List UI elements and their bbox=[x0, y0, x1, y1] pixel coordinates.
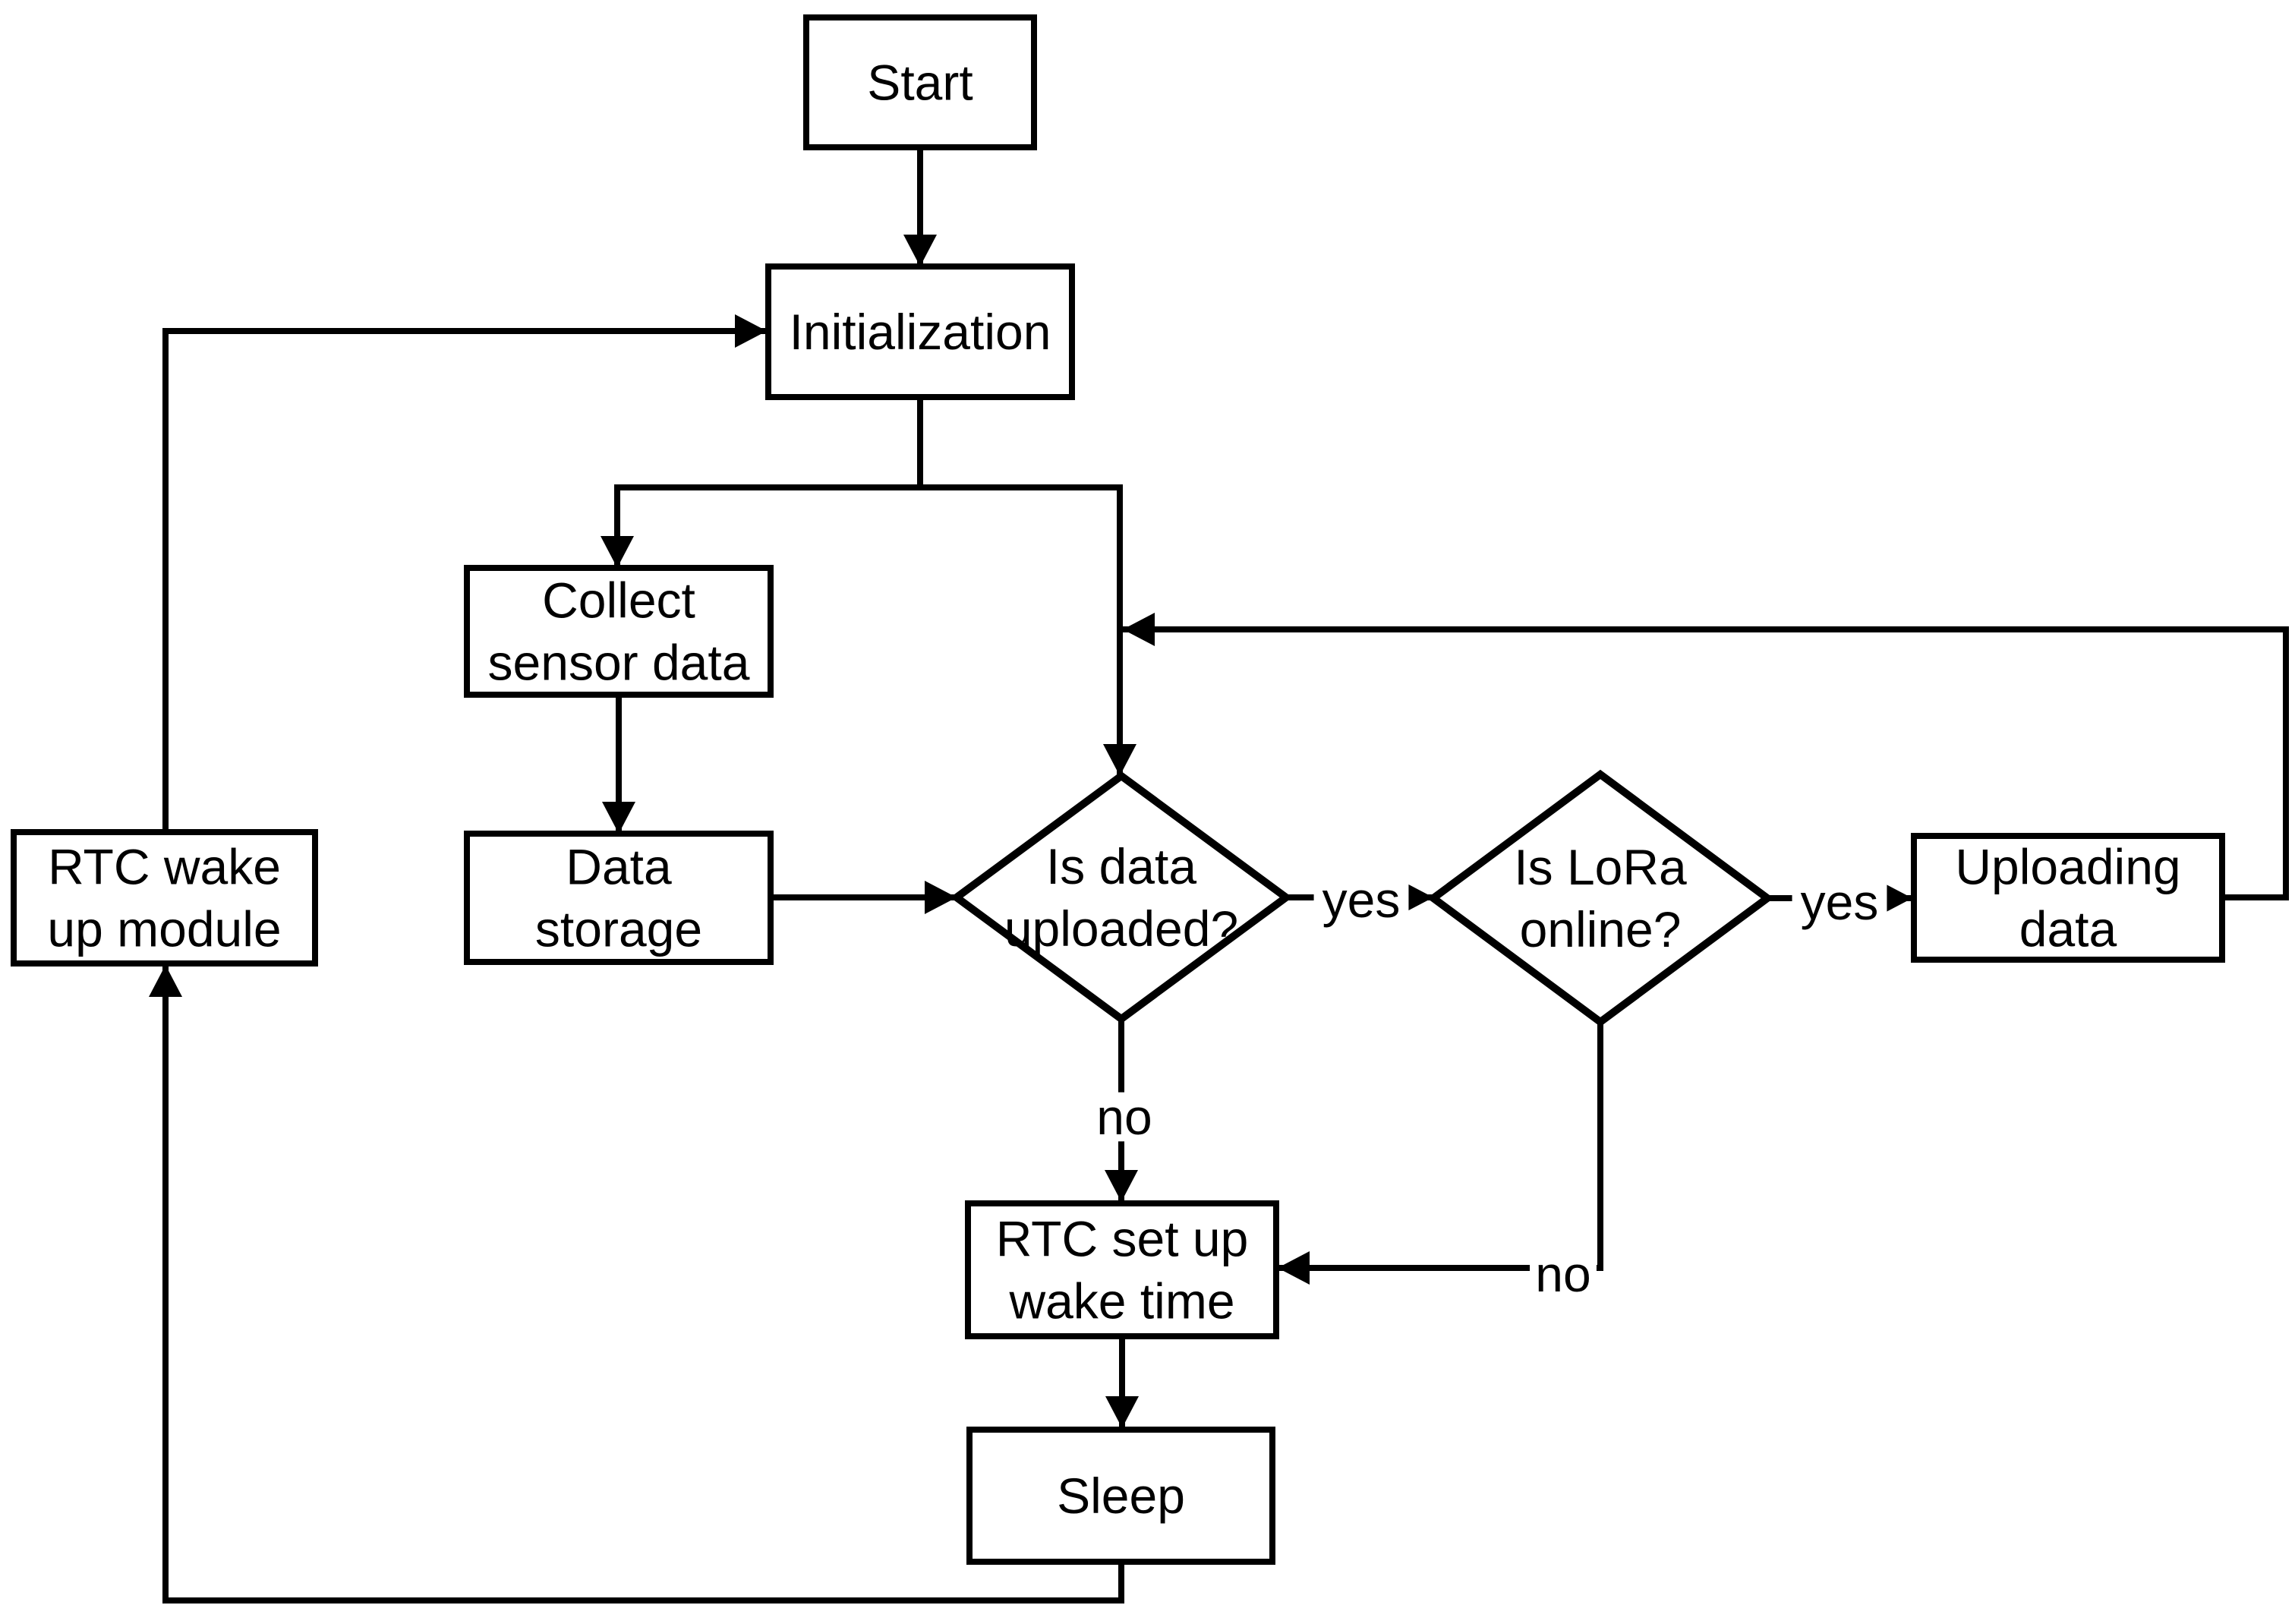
node-label-collect-sensor-data-line-0: Collect bbox=[542, 572, 695, 629]
arrowhead-start-to-initialization bbox=[903, 235, 937, 266]
edge-label-is-lora-online-no-to-rtc-set-up: no bbox=[1535, 1246, 1590, 1302]
edge-initialization-to-collect bbox=[614, 397, 923, 568]
node-label-is-lora-online-line-0: Is LoRa bbox=[1514, 839, 1687, 895]
arrowhead-uploading-data-to-is-data-uploaded bbox=[1123, 613, 1155, 646]
decision-is-data-uploaded bbox=[950, 771, 1293, 1024]
process-start bbox=[803, 14, 1037, 150]
edge-rtc-wake-up-module-to-initialization bbox=[162, 328, 767, 832]
arrowhead-initialization-to-is-data-uploaded bbox=[1103, 744, 1136, 776]
arrowhead-is-lora-online-yes-to-uploading-data bbox=[1880, 881, 1912, 915]
edge-label-is-lora-online-yes-to-uploading-data: yes bbox=[1801, 874, 1879, 930]
edge-label-backing-is-data-uploaded-yes-to-is-lora-online bbox=[1313, 875, 1409, 925]
process-collect-sensor-data bbox=[464, 565, 774, 698]
node-label-initialization-line-0: Initialization bbox=[790, 304, 1051, 360]
node-label-rtc-set-up-wake-time-line-0: RTC set up bbox=[996, 1211, 1249, 1267]
arrowhead-sleep-to-rtc-wake-up-module bbox=[149, 965, 182, 997]
node-label-data-storage-line-0: Data bbox=[566, 839, 672, 895]
edge-label-is-data-uploaded-no-to-rtc-set-up: no bbox=[1096, 1089, 1152, 1145]
arrowhead-data-storage-to-is-data-uploaded bbox=[925, 881, 957, 914]
node-label-is-data-uploaded-line-0: Is data bbox=[1046, 838, 1196, 894]
node-label-is-lora-online-line-1: online? bbox=[1520, 901, 1682, 957]
arrowhead-collect-to-data-storage bbox=[602, 802, 635, 834]
edge-label-is-data-uploaded-yes-to-is-lora-online: yes bbox=[1322, 872, 1401, 928]
arrowhead-is-data-uploaded-no-to-rtc-set-up bbox=[1105, 1170, 1138, 1202]
arrowhead-is-lora-online-no-to-rtc-set-up bbox=[1278, 1251, 1310, 1285]
edge-label-backing-is-lora-online-yes-to-uploading-data bbox=[1792, 877, 1887, 927]
edge-label-backing-is-lora-online-no-to-rtc-set-up bbox=[1530, 1249, 1597, 1299]
edge-initialization-to-is-data-uploaded bbox=[920, 484, 1123, 776]
node-label-data-storage-line-1: storage bbox=[535, 901, 702, 957]
node-label-rtc-wake-up-module-line-0: RTC wake bbox=[48, 839, 281, 895]
arrowhead-initialization-to-collect bbox=[601, 536, 634, 568]
node-label-uploading-data-line-0: Uploading bbox=[1955, 839, 2180, 895]
edge-is-lora-online-no-to-rtc-set-up bbox=[1278, 1022, 1603, 1271]
edge-uploading-data-to-is-data-uploaded bbox=[1123, 626, 2289, 900]
node-label-rtc-wake-up-module-line-1: up module bbox=[47, 901, 281, 957]
node-label-is-data-uploaded-line-1: uploaded? bbox=[1004, 900, 1238, 957]
process-data-storage bbox=[464, 831, 774, 965]
node-label-rtc-set-up-wake-time-line-1: wake time bbox=[1008, 1273, 1234, 1329]
arrowhead-is-data-uploaded-yes-to-is-lora-online bbox=[1401, 881, 1433, 914]
edge-label-backing-is-data-uploaded-no-to-rtc-set-up bbox=[1091, 1092, 1158, 1142]
process-uploading-data bbox=[1911, 833, 2225, 963]
node-label-uploading-data-line-1: data bbox=[2019, 901, 2117, 957]
node-label-collect-sensor-data-line-1: sensor data bbox=[488, 635, 750, 691]
node-label-sleep-line-0: Sleep bbox=[1057, 1468, 1185, 1524]
process-rtc-set-up-wake-time bbox=[965, 1200, 1279, 1339]
decision-is-lora-online bbox=[1426, 769, 1774, 1027]
arrowhead-rtc-set-up-to-sleep bbox=[1105, 1396, 1139, 1428]
process-sleep bbox=[966, 1427, 1275, 1565]
process-rtc-wake-up-module bbox=[11, 829, 318, 967]
edge-sleep-to-rtc-wake-up-module bbox=[162, 965, 1124, 1604]
arrowhead-rtc-wake-up-module-to-initialization bbox=[735, 314, 767, 348]
node-label-start-line-0: Start bbox=[867, 55, 973, 111]
